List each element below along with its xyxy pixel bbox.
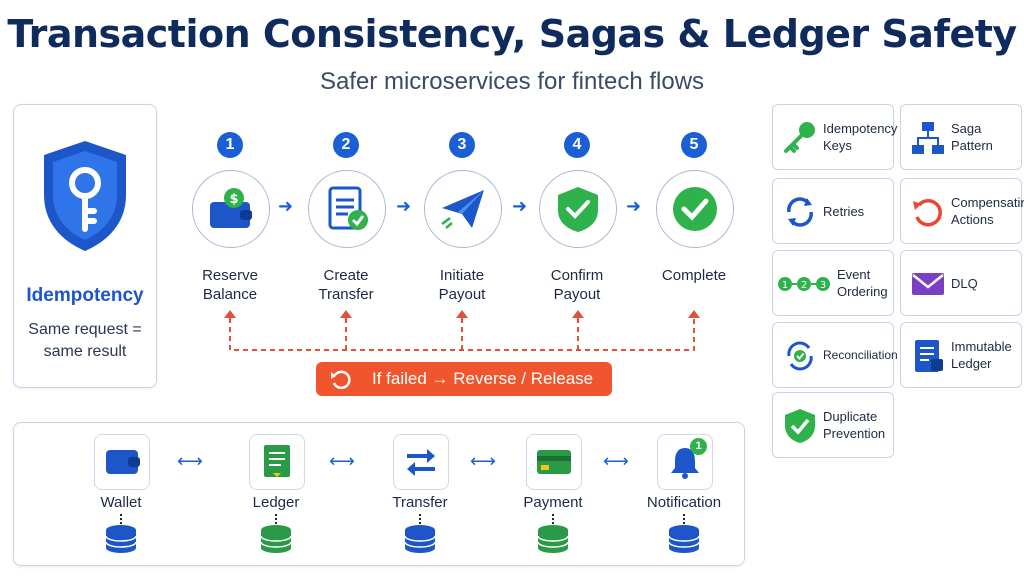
flow-arrow-icon: ➜ — [278, 196, 294, 216]
idempotency-title: Idempotency — [26, 285, 144, 306]
reconciliation-icon — [787, 341, 813, 371]
tile-retries: Retries — [772, 178, 894, 244]
bidirectional-arrow-icon: ⟷ — [470, 451, 496, 471]
flow-arrow-icon: ➜ — [396, 196, 412, 216]
service-ledger-label: Ledger — [252, 494, 300, 511]
step-3-circle — [424, 170, 502, 248]
tile-compensating-actions: CompensatingActions — [900, 178, 1024, 244]
service-wallet-tile — [94, 434, 150, 490]
step-2-number: 2 — [333, 132, 359, 158]
paper-plane-icon — [441, 190, 484, 229]
step-5-circle — [656, 170, 734, 248]
shield-check-icon — [558, 187, 598, 232]
retry-icon — [787, 197, 813, 227]
undo-icon — [913, 198, 942, 227]
ledger-database-icon — [260, 514, 292, 553]
bidirectional-arrow-icon: ⟷ — [329, 451, 355, 471]
undo-icon — [331, 370, 351, 390]
wallet-database-icon — [105, 514, 137, 553]
tile-dlq: DLQ — [900, 250, 1022, 316]
payment-database-icon — [537, 514, 569, 553]
flow-arrow-icon: ➜ — [626, 196, 642, 216]
wallet-icon: $ — [210, 188, 252, 228]
step-5-number: 5 — [681, 132, 707, 158]
service-notification-label: Notification — [646, 494, 722, 511]
bidirectional-arrow-icon: ⟷ — [177, 451, 203, 471]
flowchart-icon — [912, 122, 944, 154]
bell-icon — [671, 448, 699, 479]
step-3-number: 3 — [449, 132, 475, 158]
step-4-circle — [539, 170, 617, 248]
service-payment-label: Payment — [523, 494, 583, 511]
idempotency-description: Same request = same result — [28, 321, 142, 360]
failure-banner-text: If failed → Reverse / Release — [372, 369, 594, 388]
page-subtitle: Safer microservices for fintech flows — [319, 68, 705, 95]
svg-text:1: 1 — [782, 280, 788, 291]
shield-key-icon — [44, 141, 126, 251]
flow-arrow-icon: ➜ — [512, 196, 528, 216]
service-wallet-label: Wallet — [100, 494, 142, 511]
service-transfer-label: Transfer — [392, 494, 448, 511]
tile-reconciliation: Reconciliation — [772, 322, 898, 388]
step-1-circle: $ — [192, 170, 270, 248]
card-icon — [537, 450, 571, 474]
failure-compensation-banner: If failed → Reverse / Release — [316, 362, 612, 396]
service-payment-tile — [526, 434, 582, 490]
service-notification-tile: 1 — [657, 434, 713, 490]
step-5-label: Complete — [661, 267, 727, 284]
bidirectional-arrow-icon: ⟷ — [603, 451, 629, 471]
notification-badge: 1 — [690, 438, 707, 455]
svg-text:$: $ — [229, 192, 238, 207]
check-circle-icon — [673, 187, 717, 231]
transfer-database-icon — [404, 514, 436, 553]
transfer-arrows-icon — [407, 449, 435, 476]
notification-database-icon — [668, 514, 700, 553]
envelope-icon — [912, 273, 944, 295]
service-ledger-tile — [249, 434, 305, 490]
ordering-icon: 1 2 3 — [778, 277, 830, 291]
ledger-icon — [264, 445, 290, 477]
service-transfer-tile — [393, 434, 449, 490]
step-4-number: 4 — [564, 132, 590, 158]
step-2-circle — [308, 170, 386, 248]
step-1-number: 1 — [217, 132, 243, 158]
page-title: Transaction Consistency, Sagas & Ledger … — [7, 12, 1017, 56]
wallet-icon — [106, 450, 140, 474]
key-icon — [784, 122, 815, 153]
svg-text:2: 2 — [801, 280, 807, 291]
svg-text:3: 3 — [820, 280, 826, 291]
shield-check-icon — [785, 409, 815, 443]
document-check-icon — [328, 186, 368, 230]
idempotency-panel: Idempotency Same request = same result — [13, 104, 157, 388]
ledger-book-icon — [915, 340, 943, 372]
